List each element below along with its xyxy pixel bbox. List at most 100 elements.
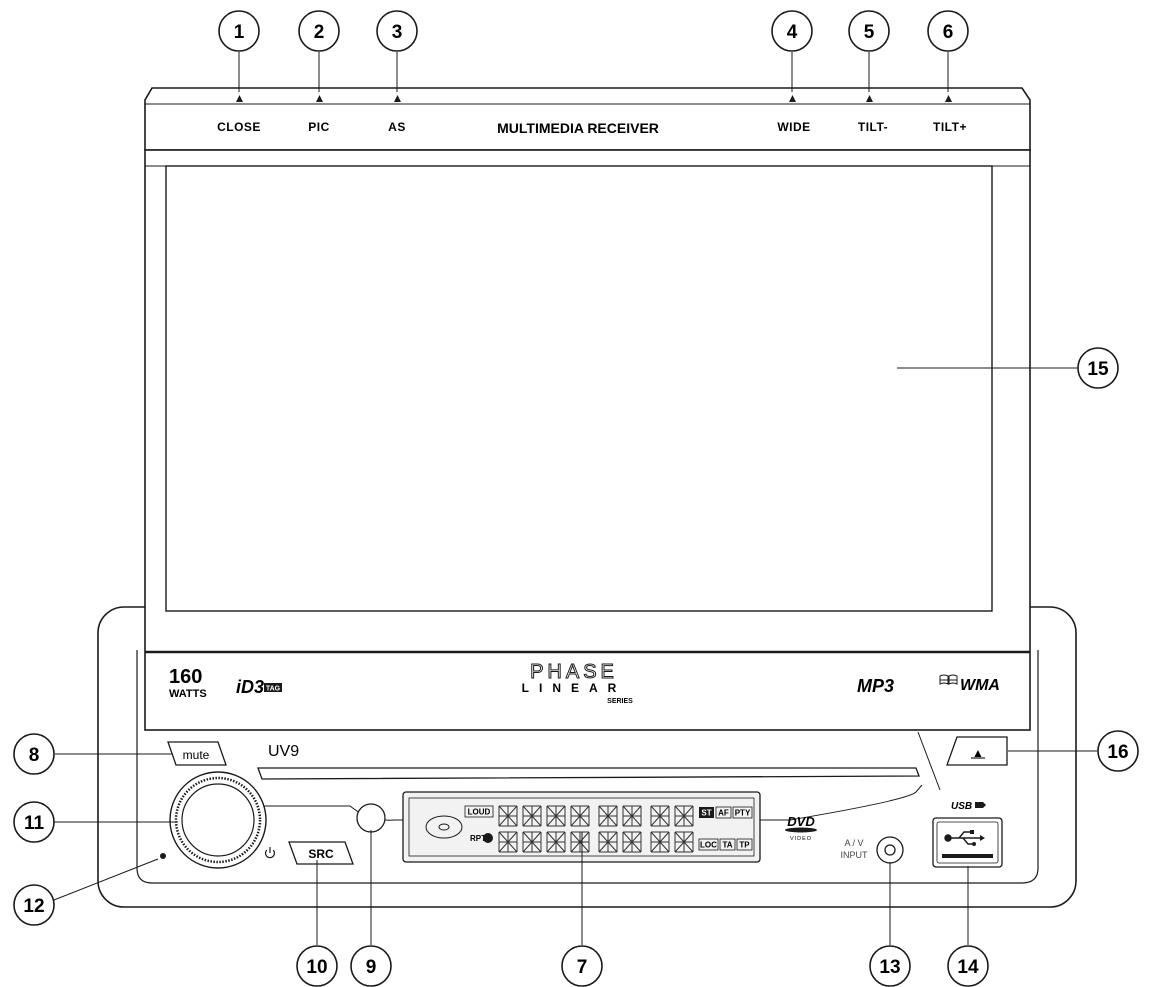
lcd-digit-cell <box>598 831 618 853</box>
lcd-segment-digits <box>498 805 694 853</box>
watts-unit: WATTS <box>169 688 207 700</box>
lcd-digit-cell <box>650 831 670 853</box>
callout-15: 15 <box>1087 359 1109 380</box>
lcd-af-indicator: AF <box>718 809 729 818</box>
id3-tag-label: TAG <box>266 686 281 693</box>
usb-port-inner <box>936 821 999 864</box>
callout-16: 16 <box>1107 742 1128 763</box>
monitor-screen <box>165 165 993 612</box>
lcd-loc-box <box>698 838 719 851</box>
av-input-line2: INPUT <box>841 850 869 860</box>
callout-11: 11 <box>24 813 45 834</box>
lcd-st-box <box>699 807 714 818</box>
lcd-digit-cell <box>570 805 590 827</box>
as-marker-icon <box>394 95 401 102</box>
tilt-plus-button[interactable]: TILT+ <box>933 120 967 134</box>
usb-port-slot <box>942 854 993 858</box>
lcd-digit-cell <box>498 831 518 853</box>
callout-leader-lines <box>53 52 1097 945</box>
pic-marker-icon <box>316 95 323 102</box>
dvd-logo-disc <box>785 827 817 833</box>
callout-10: 10 <box>306 957 327 978</box>
lcd-digit-cell <box>674 805 694 827</box>
brand-series: SERIES <box>607 698 633 705</box>
callout-circles <box>13 10 1139 987</box>
watts-number: 160 <box>169 666 202 688</box>
callout-2: 2 <box>314 22 325 43</box>
usb-logo: USB <box>951 801 972 812</box>
power-icon <box>264 847 276 859</box>
faceplate-divider-right <box>917 731 941 791</box>
lcd-digit-cell <box>546 805 566 827</box>
tilt-plus-marker-icon <box>945 95 952 102</box>
lcd-digit-cell <box>598 805 618 827</box>
lcd-pty-indicator: PTY <box>735 809 751 818</box>
lcd-digit-cell <box>522 805 542 827</box>
lcd-tp-box <box>736 838 753 851</box>
callout-8: 8 <box>29 745 40 766</box>
lcd-loc-indicator: LOC <box>700 841 717 850</box>
close-marker-icon <box>236 95 243 102</box>
multimedia-receiver-title: MULTIMEDIA RECEIVER <box>497 120 659 136</box>
mute-label: mute <box>183 748 210 762</box>
lcd-digit-cell <box>498 805 518 827</box>
lcd-digit-cell <box>546 831 566 853</box>
disc-slot[interactable] <box>257 767 920 780</box>
lcd-pty-box <box>732 806 753 819</box>
callout-7: 7 <box>577 957 588 978</box>
src-label: SRC <box>308 847 334 861</box>
callout-13: 13 <box>879 957 900 978</box>
brand-phase: PHASE <box>530 661 618 683</box>
usb-logo-cable-icon <box>975 802 986 808</box>
model-label: UV9 <box>268 743 299 760</box>
tilt-minus-marker-icon <box>866 95 873 102</box>
lcd-disc-icon <box>425 815 463 839</box>
dvd-logo: DVD <box>787 814 815 829</box>
wide-button[interactable]: WIDE <box>777 120 810 134</box>
callout-4: 4 <box>787 22 798 43</box>
monitor-top-bevel <box>144 87 1031 151</box>
id3-logo: iD3 <box>236 677 264 697</box>
lcd-af-box <box>715 806 732 819</box>
src-button[interactable] <box>288 841 354 865</box>
lcd-rpt-indicator: RPT <box>470 834 486 843</box>
wma-logo: WMA <box>960 677 1000 694</box>
top-button-markers <box>236 95 952 102</box>
lcd-ta-box <box>719 838 736 851</box>
av-input-jack[interactable] <box>876 836 904 864</box>
close-button[interactable]: CLOSE <box>217 120 261 134</box>
wide-marker-icon <box>789 95 796 102</box>
av-input-line1: A / V <box>844 838 863 848</box>
volume-knob-face <box>181 783 255 857</box>
reset-button[interactable] <box>160 853 166 859</box>
callout-3: 3 <box>392 22 403 43</box>
brand-linear: LINEAR <box>522 681 627 695</box>
lcd-digit-cell <box>570 831 590 853</box>
callout-12: 12 <box>23 896 44 917</box>
eject-button[interactable] <box>946 736 1008 766</box>
pic-button[interactable]: PIC <box>308 120 330 134</box>
tilt-minus-button[interactable]: TILT- <box>858 120 888 134</box>
callout-1: 1 <box>234 22 245 43</box>
dvd-video-label: VIDEO <box>790 836 812 842</box>
id3-tag-box <box>264 683 282 692</box>
callout-9: 9 <box>366 957 377 978</box>
lcd-digit-cell <box>522 831 542 853</box>
lcd-rpt-symbol <box>483 833 493 843</box>
lcd-loud-indicator: LOUD <box>468 808 491 817</box>
eject-icon: ▲ <box>972 746 984 760</box>
mute-button[interactable] <box>167 741 227 766</box>
callout-6: 6 <box>943 22 954 43</box>
as-button[interactable]: AS <box>388 120 406 134</box>
lcd-tp-indicator: TP <box>739 841 750 850</box>
av-input-jack-inner <box>884 844 896 856</box>
callout-5: 5 <box>864 22 875 43</box>
lcd-digit-cell <box>622 805 642 827</box>
faceplate-inner-outline <box>136 650 1039 884</box>
ir-sensor <box>356 803 386 833</box>
usb-symbol-icon <box>944 830 985 846</box>
lcd-digit-cell <box>650 805 670 827</box>
lcd-loud-box <box>464 805 494 818</box>
callout-14: 14 <box>957 957 979 978</box>
